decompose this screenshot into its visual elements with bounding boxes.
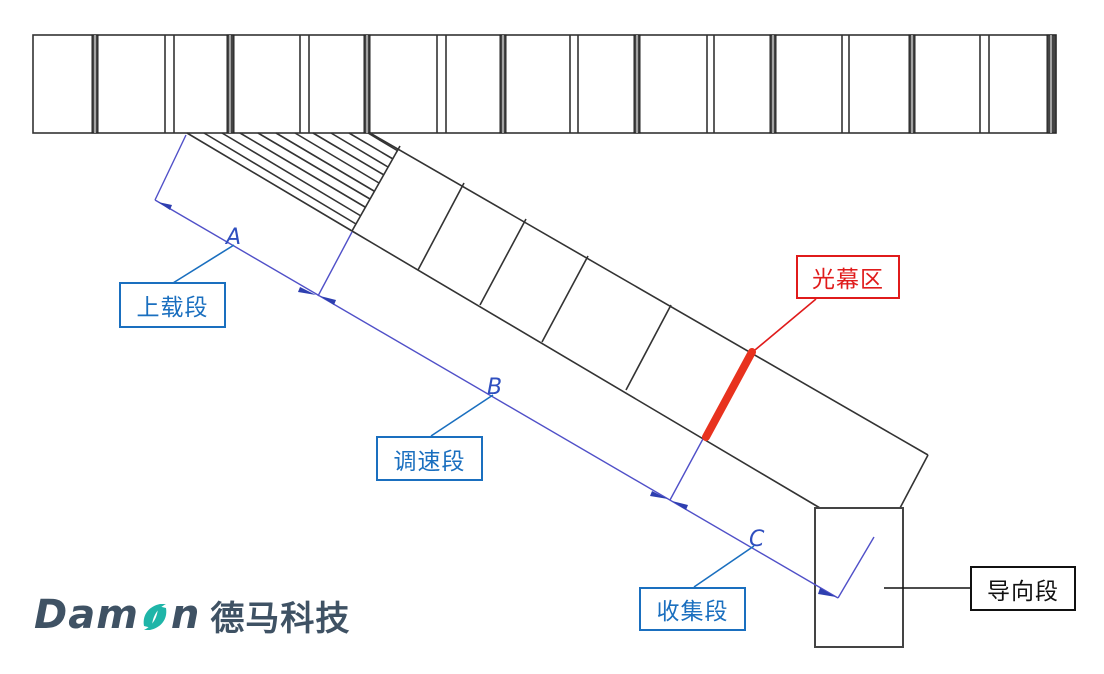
logo-word-part2: n [170,592,201,638]
dimension-b-label: B [487,375,502,400]
dimension-arrows [158,202,836,597]
leader-lines [172,244,970,589]
loading-section-callout: 上载段 [119,282,226,328]
collecting-section-callout: 收集段 [639,587,746,631]
inclined-conveyor [186,132,929,509]
speed-adjust-section-callout: 调速段 [376,436,483,481]
guide-section-box [814,507,904,648]
damon-logo: Dam n 德马科技 [34,590,350,640]
logo-chinese-name: 德马科技 [210,598,351,639]
light-curtain-callout: 光幕区 [796,255,900,299]
light-curtain-bar [702,348,756,441]
top-conveyor [32,34,1057,134]
dimension-lines [154,134,875,599]
dimension-a-label: A [224,225,241,250]
logo-wordmark: Dam n [34,592,200,638]
guiding-section-callout: 导向段 [970,566,1076,611]
logo-word-part1: Dam [34,592,139,638]
logo-o-icon [140,598,170,632]
